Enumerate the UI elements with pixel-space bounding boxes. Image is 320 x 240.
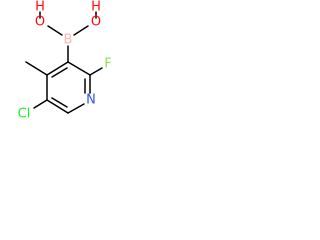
bond-c3-c2 [67,61,91,76]
atom-b: B [64,33,73,48]
structure-canvas: H O H O B F N Cl [0,0,129,151]
bond-c6-c5 [46,99,69,114]
atom-h2: H [91,0,101,15]
atom-n: N [86,93,96,108]
bond-n1-c6 [67,103,85,114]
bond-c4-c3-inner [51,67,68,78]
atom-f: F [104,57,111,72]
bond-c5-cl [33,99,48,109]
atom-h1: H [35,0,45,15]
atom-o2: O [91,15,101,30]
atom-cl: Cl [18,107,31,122]
atom-o1: O [35,15,45,30]
bond-c4-methyl [25,61,48,76]
bond-b-o1 [47,25,63,36]
bond-b-o2 [73,25,89,36]
bond-c4-c3 [46,61,69,76]
bond-c2-f [89,67,103,76]
bond-c6-c5-inner [51,97,68,108]
molecule-diagram: H O H O B F N Cl [18,0,112,122]
